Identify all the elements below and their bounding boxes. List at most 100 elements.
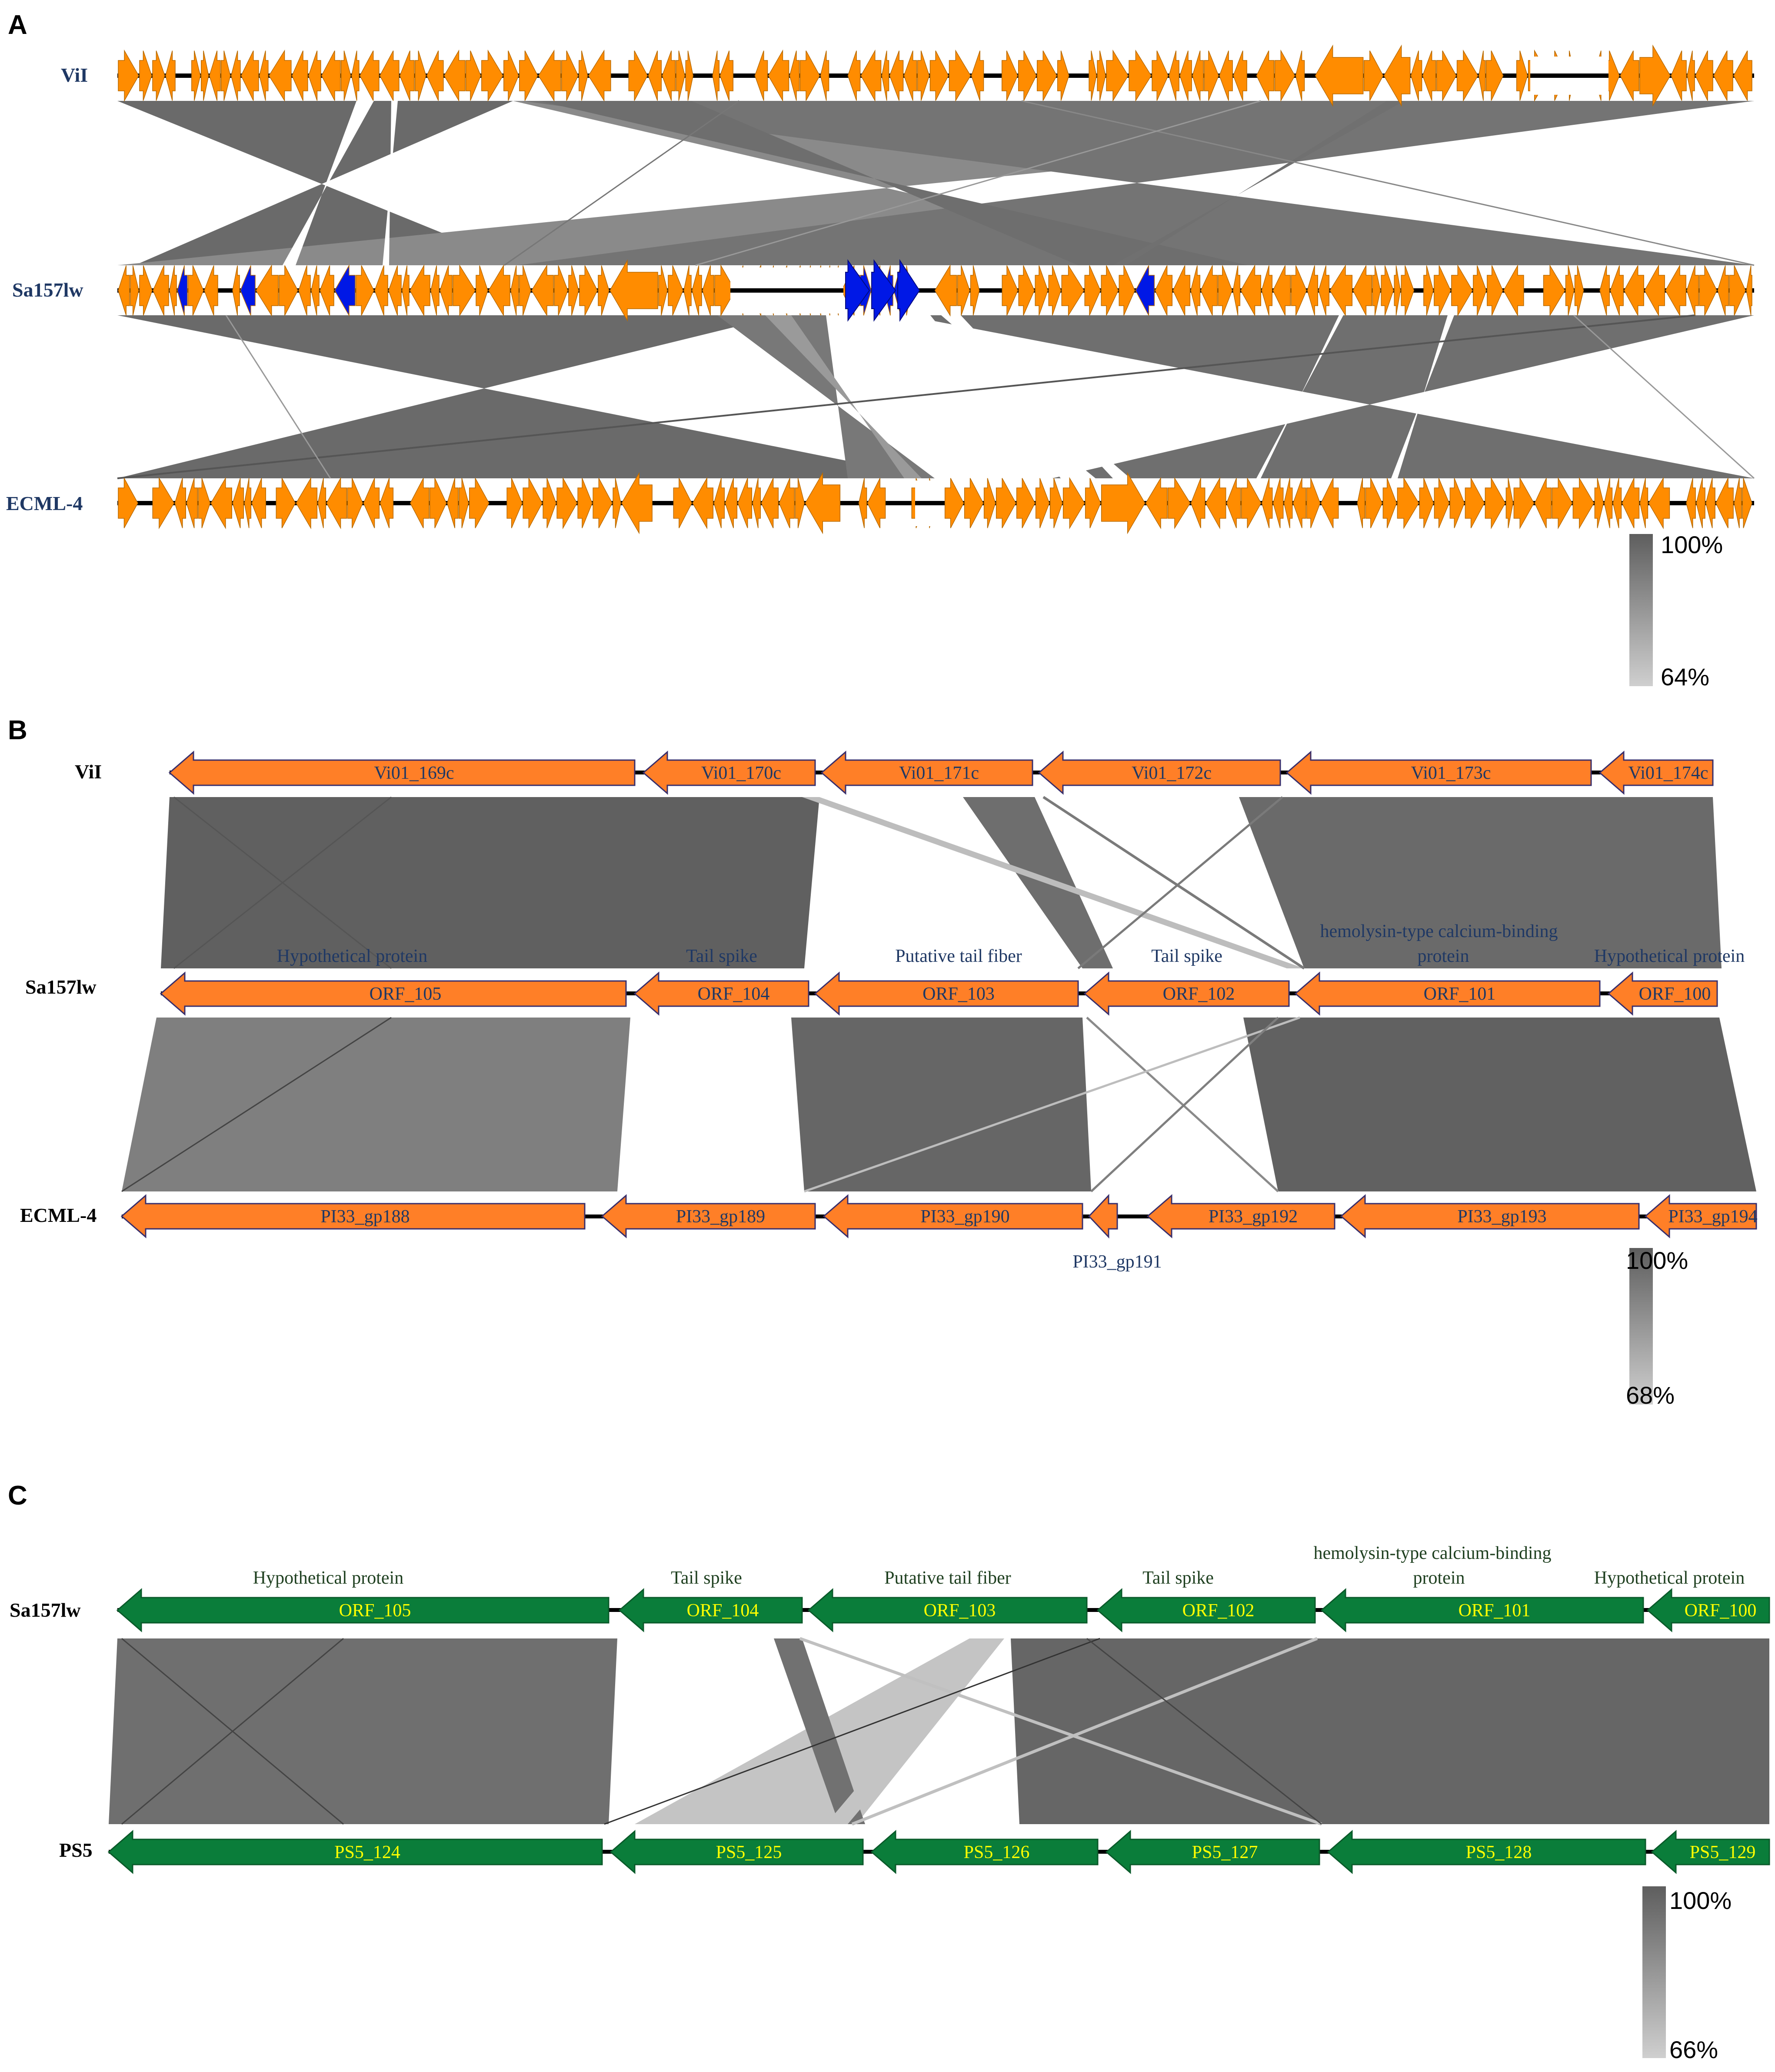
orf-arrow bbox=[118, 49, 139, 102]
link-a17 bbox=[1256, 315, 1343, 478]
orf-arrow bbox=[1436, 50, 1457, 101]
annotation-label: Hypothetical protein bbox=[1594, 1568, 1745, 1588]
orf-arrow bbox=[523, 478, 543, 528]
orf-arrow bbox=[676, 50, 686, 101]
orf-arrow bbox=[1205, 477, 1226, 530]
orf-arrow bbox=[1035, 478, 1050, 528]
annotation-label: Tail spike bbox=[686, 946, 757, 966]
orf-arrow bbox=[1397, 477, 1419, 530]
orf-arrow bbox=[169, 265, 177, 316]
orf-arrow bbox=[1318, 265, 1330, 316]
gene-arrow-vi01-174c bbox=[1598, 751, 1714, 795]
orf-arrow bbox=[1295, 50, 1305, 101]
orf-arrow bbox=[118, 478, 138, 528]
track-ecml4-a: ECML-4 bbox=[6, 472, 1754, 534]
orf-arrow bbox=[658, 265, 668, 316]
orf-arrow bbox=[446, 478, 459, 528]
orf-arrow bbox=[174, 478, 186, 528]
gene-label: ORF_104 bbox=[698, 984, 770, 1004]
gene-arrow-orf-100 bbox=[1646, 1588, 1770, 1632]
orf-arrow bbox=[1639, 478, 1648, 528]
orf-arrow bbox=[1423, 265, 1434, 316]
orf-arrow bbox=[1179, 50, 1192, 101]
gene-track-vii bbox=[118, 44, 1752, 107]
gene-arrow-ps5-125 bbox=[609, 1830, 864, 1874]
link-b4 bbox=[802, 797, 1304, 968]
orf-arrow bbox=[1283, 478, 1293, 528]
gene-arrow-orf-100 bbox=[1607, 971, 1718, 1016]
orf-arrow bbox=[1713, 50, 1733, 101]
orf-arrow bbox=[1315, 44, 1364, 107]
orf-arrow bbox=[256, 264, 279, 317]
scale-min-b: 68% bbox=[1626, 1381, 1675, 1409]
link-a3 bbox=[517, 101, 1754, 265]
orf-arrow bbox=[279, 265, 298, 316]
orf-arrow bbox=[380, 478, 394, 528]
gene-label: PS5_129 bbox=[1690, 1842, 1756, 1862]
orf-arrow bbox=[929, 50, 949, 101]
orf-arrow bbox=[609, 259, 658, 322]
orf-arrow bbox=[754, 50, 768, 101]
orf-arrow bbox=[820, 50, 829, 101]
gene-arrow-orf-104 bbox=[633, 971, 809, 1016]
orf-arrow bbox=[1699, 265, 1718, 316]
link-a4 bbox=[539, 101, 1248, 265]
orf-arrow bbox=[1192, 50, 1204, 101]
orf-arrow bbox=[1695, 50, 1713, 101]
orf-arrow bbox=[165, 50, 176, 101]
orf-arrow bbox=[1169, 50, 1179, 101]
orf-arrow bbox=[579, 265, 598, 316]
orf-arrow bbox=[440, 265, 453, 316]
orf-arrow bbox=[1036, 50, 1057, 101]
orf-arrow bbox=[1307, 265, 1319, 316]
orf-arrow bbox=[1167, 477, 1191, 530]
identity-scale-c: 100% 66% bbox=[1642, 1886, 1732, 2063]
orf-arrow-blue bbox=[871, 259, 896, 322]
orf-arrow bbox=[1061, 264, 1085, 317]
panel-a: A ViI bbox=[6, 10, 1755, 691]
orf-arrow bbox=[561, 50, 579, 101]
orf-arrow bbox=[1451, 264, 1473, 317]
orf-arrow bbox=[519, 50, 538, 101]
orf-arrow bbox=[579, 50, 588, 101]
orf-arrow bbox=[1048, 265, 1062, 316]
orf-arrow bbox=[588, 49, 611, 102]
gene-label: PS5_126 bbox=[964, 1842, 1030, 1862]
orf-arrow bbox=[1016, 478, 1036, 528]
gene-arrow-orf-103 bbox=[814, 971, 1079, 1016]
orf-arrow bbox=[1644, 264, 1665, 317]
orf-arrow bbox=[1352, 265, 1372, 316]
orf-arrow bbox=[1256, 50, 1275, 101]
gene-track-sa157lw bbox=[118, 259, 1752, 322]
orf-arrow bbox=[506, 478, 523, 528]
orf-arrow bbox=[531, 264, 554, 317]
gene-label: ORF_101 bbox=[1459, 1601, 1531, 1621]
orf-arrow bbox=[510, 265, 519, 316]
link-a7 bbox=[383, 101, 398, 265]
orf-arrow bbox=[1572, 477, 1595, 530]
orf-arrow bbox=[761, 478, 779, 528]
orf-arrow bbox=[251, 478, 266, 528]
orf-arrow bbox=[1240, 264, 1262, 317]
orf-arrow bbox=[363, 478, 380, 528]
orf-arrow bbox=[1473, 265, 1487, 316]
orf-arrow bbox=[1422, 50, 1436, 101]
orf-arrow bbox=[201, 50, 209, 101]
orf-arrow bbox=[326, 477, 347, 530]
gene-label: Vi01_173c bbox=[1411, 763, 1491, 783]
panel-c-links bbox=[109, 1637, 1769, 1826]
orf-arrow bbox=[1516, 50, 1528, 101]
orf-arrow bbox=[488, 264, 510, 317]
orf-arrow bbox=[1565, 265, 1575, 316]
link-b8 bbox=[173, 796, 392, 969]
link-a14 bbox=[896, 315, 1096, 478]
orf-arrow bbox=[1089, 50, 1097, 101]
annotation-label: Tail spike bbox=[1151, 946, 1222, 966]
orf-arrow bbox=[139, 265, 153, 316]
orf-arrow bbox=[1715, 478, 1734, 528]
orf-arrow bbox=[1622, 478, 1640, 528]
panel-b-links bbox=[121, 796, 1756, 1193]
